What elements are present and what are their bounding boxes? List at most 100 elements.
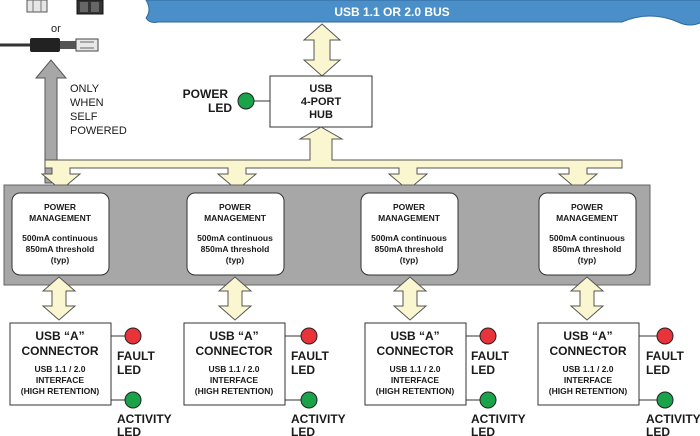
pm-spec-1: 500mA continuous: [197, 233, 273, 243]
connector-box: [537, 322, 640, 406]
fault-led-icon: [124, 327, 142, 345]
hub-line-2: 4-PORT: [301, 96, 342, 108]
pm-spec-2: 850mA threshold: [26, 244, 95, 254]
or-label: or: [51, 23, 61, 35]
pm-title-2: MANAGEMENT: [378, 213, 441, 223]
usb-plug-icon: [26, 0, 48, 13]
activity-led-icon: [300, 391, 318, 409]
pm-spec-2: 850mA threshold: [375, 244, 444, 254]
connector-box: [364, 322, 467, 406]
pm-spec-3: (typ): [578, 255, 597, 265]
connector-title-2: CONNECTOR: [376, 344, 453, 358]
hub-power-led: POWER LED: [183, 87, 270, 115]
pm-connector-arrow-4: [569, 276, 605, 321]
connector-title-2: CONNECTOR: [195, 344, 272, 358]
port-group-4: USB “A” CONNECTOR USB 1.1 / 2.0 INTERFAC…: [537, 322, 700, 436]
power-led-icon: [237, 92, 255, 110]
pm-spec-3: (typ): [400, 255, 419, 265]
connector-spec-2: INTERFACE: [36, 375, 85, 385]
pm-title-1: POWER: [393, 202, 425, 212]
fault-led-label-2: LED: [471, 363, 495, 377]
activity-led-icon: [479, 391, 497, 409]
bus-label: USB 1.1 OR 2.0 BUS: [334, 5, 449, 19]
pm-title-1: POWER: [44, 202, 76, 212]
fault-led-icon: [479, 327, 497, 345]
pm-spec-2: 850mA threshold: [553, 244, 622, 254]
pm-connector-arrows: [41, 276, 605, 321]
pm-spec-2: 850mA threshold: [201, 244, 270, 254]
activity-led-label-2: LED: [117, 425, 141, 436]
connector-box: [9, 322, 112, 406]
connector-title-2: CONNECTOR: [549, 344, 626, 358]
power-management-box-4: POWER MANAGEMENT 500mA continuous 850mA …: [538, 192, 637, 276]
usb-hub-box: USB 4-PORT HUB: [269, 75, 373, 128]
pm-title-1: POWER: [219, 202, 251, 212]
port-group-2: USB “A” CONNECTOR USB 1.1 / 2.0 INTERFAC…: [183, 322, 346, 436]
connector-spec-3: (HIGH RETENTION): [376, 386, 455, 396]
pm-spec-1: 500mA continuous: [22, 233, 98, 243]
activity-led-label-2: LED: [471, 425, 495, 436]
pm-connector-arrow-3: [392, 276, 428, 321]
connector-spec-2: INTERFACE: [391, 375, 440, 385]
activity-led-icon: [124, 391, 142, 409]
connector-spec-1: USB 1.1 / 2.0: [208, 364, 259, 374]
fault-led-label-1: FAULT: [471, 349, 509, 363]
hub-line-3: HUB: [309, 109, 333, 121]
fault-led-label-2: LED: [291, 363, 315, 377]
connector-spec-1: USB 1.1 / 2.0: [562, 364, 613, 374]
port-group-3: USB “A” CONNECTOR USB 1.1 / 2.0 INTERFAC…: [364, 322, 526, 436]
activity-led-label-1: ACTIVITY: [117, 412, 172, 426]
dc-power-cable-icon: [0, 38, 99, 52]
bus-banner-shape: [145, 0, 700, 26]
pm-title-2: MANAGEMENT: [29, 213, 92, 223]
hub-distribution-arrow: [40, 126, 623, 191]
pm-connector-arrow-1: [41, 276, 77, 321]
pm-title-2: MANAGEMENT: [204, 213, 267, 223]
power-led-label-2: LED: [208, 101, 232, 115]
connector-spec-3: (HIGH RETENTION): [549, 386, 628, 396]
fault-led-label-1: FAULT: [291, 349, 329, 363]
fault-led-icon: [300, 327, 318, 345]
activity-led-label-2: LED: [646, 425, 670, 436]
connector-spec-3: (HIGH RETENTION): [195, 386, 274, 396]
connector-title-1: USB “A”: [563, 329, 612, 343]
power-management-box-2: POWER MANAGEMENT 500mA continuous 850mA …: [186, 192, 285, 276]
connector-spec-2: INTERFACE: [210, 375, 259, 385]
activity-led-label-1: ACTIVITY: [471, 412, 526, 426]
connector-title-2: CONNECTOR: [21, 344, 98, 358]
activity-led-label-1: ACTIVITY: [291, 412, 346, 426]
pm-spec-3: (typ): [226, 255, 245, 265]
connector-title-1: USB “A”: [209, 329, 258, 343]
connector-spec-2: INTERFACE: [564, 375, 613, 385]
port-group-1: USB “A” CONNECTOR USB 1.1 / 2.0 INTERFAC…: [9, 322, 172, 436]
fault-led-label-1: FAULT: [646, 349, 684, 363]
activity-led-label-2: LED: [291, 425, 315, 436]
bus-hub-arrow: [302, 23, 342, 77]
pm-spec-3: (typ): [51, 255, 70, 265]
connector-title-1: USB “A”: [390, 329, 439, 343]
power-led-label-1: POWER: [183, 87, 229, 101]
pm-connector-arrow-2: [217, 276, 253, 321]
connector-spec-3: (HIGH RETENTION): [21, 386, 100, 396]
self-powered-note: ONLY WHEN SELF POWERED: [70, 83, 127, 137]
connector-box: [183, 322, 286, 406]
hub-line-1: USB: [309, 83, 332, 95]
fault-led-label-2: LED: [117, 363, 141, 377]
fault-led-icon: [656, 327, 674, 345]
pm-spec-1: 500mA continuous: [549, 233, 625, 243]
fault-led-label-1: FAULT: [117, 349, 155, 363]
fault-led-label-2: LED: [646, 363, 670, 377]
pm-spec-1: 500mA continuous: [371, 233, 447, 243]
connector-title-1: USB “A”: [35, 329, 84, 343]
connector-pictogram: or: [26, 0, 104, 35]
activity-led-icon: [656, 391, 674, 409]
connector-spec-1: USB 1.1 / 2.0: [389, 364, 440, 374]
activity-led-label-1: ACTIVITY: [646, 412, 700, 426]
pm-title-2: MANAGEMENT: [556, 213, 619, 223]
pm-title-1: POWER: [571, 202, 603, 212]
usb-bus-banner: USB 1.1 OR 2.0 BUS: [145, 0, 700, 26]
power-management-box-3: POWER MANAGEMENT 500mA continuous 850mA …: [360, 192, 459, 276]
connector-spec-1: USB 1.1 / 2.0: [34, 364, 85, 374]
power-management-box-1: POWER MANAGEMENT 500mA continuous 850mA …: [11, 192, 110, 276]
